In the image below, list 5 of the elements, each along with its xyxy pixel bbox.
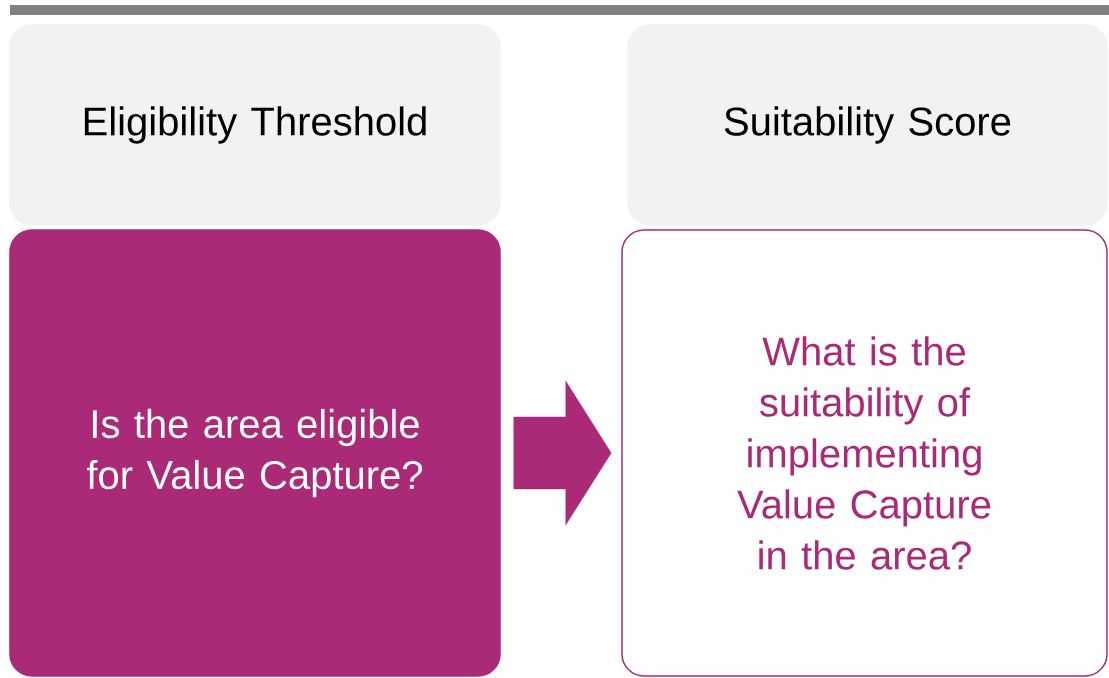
block-arrow xyxy=(513,380,612,526)
header-box: Suitability Score xyxy=(627,24,1108,226)
question-box: What is the suitability of implementing Value Capture in the area? xyxy=(621,229,1108,677)
question-box: Is the area eligible for Value Capture? xyxy=(9,229,501,677)
header-box: Eligibility Threshold xyxy=(9,24,501,226)
